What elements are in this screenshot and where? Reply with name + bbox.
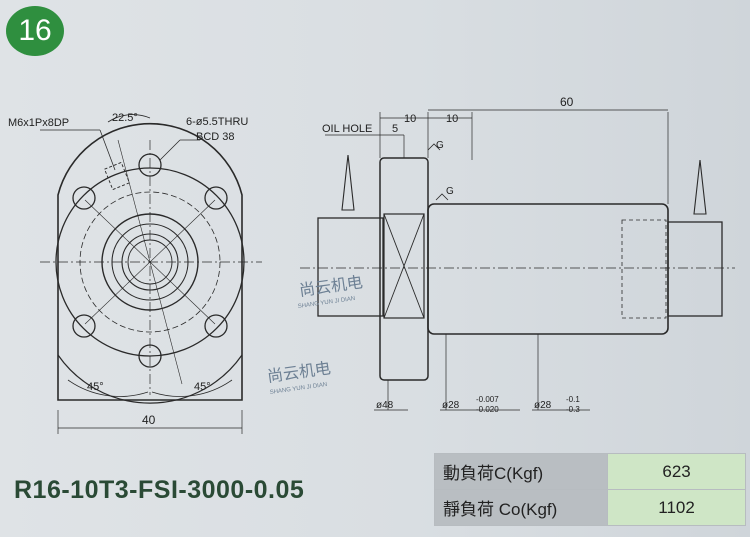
page-number-badge: 16 xyxy=(6,6,64,56)
dim-10a-label: 10 xyxy=(404,113,416,125)
dia-28-lower-tol: -0.020 xyxy=(476,405,499,414)
holes-label: 6-ø5.5THRU xyxy=(186,116,248,128)
dim-10b-label: 10 xyxy=(446,113,458,125)
oil-hole-label: OIL HOLE xyxy=(322,123,372,135)
dia-48-label: ø48 xyxy=(376,400,394,411)
dia-28b-upper-tol: -0.1 xyxy=(566,395,580,404)
angle-left-label: 45° xyxy=(87,381,104,393)
dia-28b-lower-tol: -0.3 xyxy=(566,405,580,414)
dim-60-label: 60 xyxy=(560,95,574,109)
model-number: R16-10T3-FSI-3000-0.05 xyxy=(14,476,305,504)
dim-5-label: 5 xyxy=(392,123,398,135)
static-load-value: 1102 xyxy=(607,489,746,526)
dia-28-tolerance: ø28 -0.007 -0.020 xyxy=(442,395,499,414)
static-load-label: 靜負荷 Co(Kgf) xyxy=(433,489,609,526)
datum-g-mid-label: G xyxy=(446,186,454,197)
side-view xyxy=(300,109,735,411)
datum-g-top-label: G xyxy=(436,140,444,151)
dia-28-label: ø28 xyxy=(442,400,460,411)
table-row: 動負荷C(Kgf) 623 xyxy=(433,453,746,490)
watermark-2: 尚云机电 SHANG YUN JI DIAN xyxy=(266,359,332,396)
dynamic-load-label: 動負荷C(Kgf) xyxy=(433,453,609,490)
watermark-1: 尚云机电 SHANG YUN JI DIAN xyxy=(297,273,364,310)
technical-drawing: M6x1Px8DP 22.5° 6-ø5.5THRU BCD 38 45° 45… xyxy=(8,95,735,434)
dia-28b-tolerance: ø28 -0.1 -0.3 xyxy=(534,395,580,414)
table-row: 靜負荷 Co(Kgf) 1102 xyxy=(433,489,746,526)
dia-28b-label: ø28 xyxy=(534,400,552,411)
dia-28-upper-tol: -0.007 xyxy=(476,395,499,404)
front-view xyxy=(40,114,262,434)
angle-top-label: 22.5° xyxy=(112,112,138,124)
load-spec-table: 動負荷C(Kgf) 623 靜負荷 Co(Kgf) 1102 xyxy=(433,453,746,526)
width-label: 40 xyxy=(142,413,156,427)
thread-label: M6x1Px8DP xyxy=(8,117,69,129)
dynamic-load-value: 623 xyxy=(607,453,746,490)
bcd-label: BCD 38 xyxy=(196,131,235,143)
angle-right-label: 45° xyxy=(194,381,211,393)
